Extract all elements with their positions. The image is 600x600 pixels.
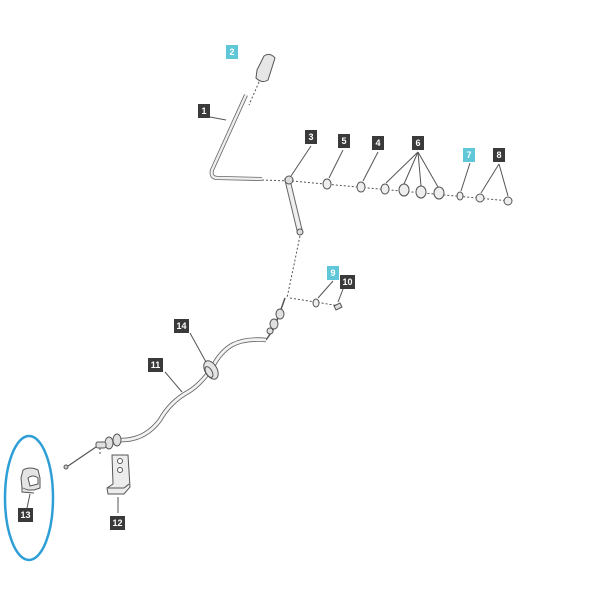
callout-5: 5 bbox=[338, 134, 350, 148]
callout-7: 7 bbox=[463, 148, 475, 162]
callout-2: 2 bbox=[226, 45, 238, 59]
leader-5 bbox=[328, 149, 344, 179]
washer-set bbox=[322, 178, 513, 206]
callout-4: 4 bbox=[372, 136, 384, 150]
callout-14: 14 bbox=[174, 319, 189, 333]
cable-part-11 bbox=[99, 337, 267, 449]
pin-part-10 bbox=[333, 302, 343, 311]
callout-3: 3 bbox=[305, 130, 317, 144]
cable-end-fitting bbox=[265, 297, 286, 341]
leader-8b bbox=[498, 163, 509, 197]
callout-10: 10 bbox=[340, 275, 355, 289]
leader-6d bbox=[417, 151, 439, 188]
leader-6a bbox=[385, 151, 419, 184]
leader-3 bbox=[290, 145, 312, 177]
link-dashed bbox=[286, 235, 301, 299]
lever-rod-part-1 bbox=[209, 94, 263, 181]
leader-1 bbox=[209, 116, 227, 121]
knob-part-2 bbox=[255, 53, 276, 83]
callout-6: 6 bbox=[412, 136, 424, 150]
leader-6b bbox=[403, 151, 419, 185]
leader-knob bbox=[248, 81, 260, 106]
leader-13 bbox=[26, 493, 31, 509]
callout-11: 11 bbox=[148, 358, 163, 372]
callout-8: 8 bbox=[493, 148, 505, 162]
washer-part-9 bbox=[312, 298, 320, 308]
callout-12: 12 bbox=[110, 516, 125, 530]
grommet-part-14 bbox=[203, 360, 219, 380]
callout-1: 1 bbox=[198, 104, 210, 118]
highlight-ellipse bbox=[3, 434, 55, 562]
cable-lower-fitting bbox=[63, 433, 122, 470]
leader-4 bbox=[362, 151, 379, 182]
leader-14 bbox=[189, 332, 207, 363]
bracket-part-12 bbox=[106, 454, 131, 495]
leader-11 bbox=[164, 371, 183, 393]
leader-8a bbox=[480, 163, 500, 194]
lever-arm-part-3 bbox=[284, 175, 304, 236]
leader-9 bbox=[317, 280, 334, 299]
callout-13: 13 bbox=[18, 508, 33, 522]
callout-9: 9 bbox=[327, 266, 339, 280]
leader-6c bbox=[417, 151, 422, 187]
leader-7 bbox=[460, 162, 471, 192]
clamp-part-13 bbox=[20, 467, 41, 494]
